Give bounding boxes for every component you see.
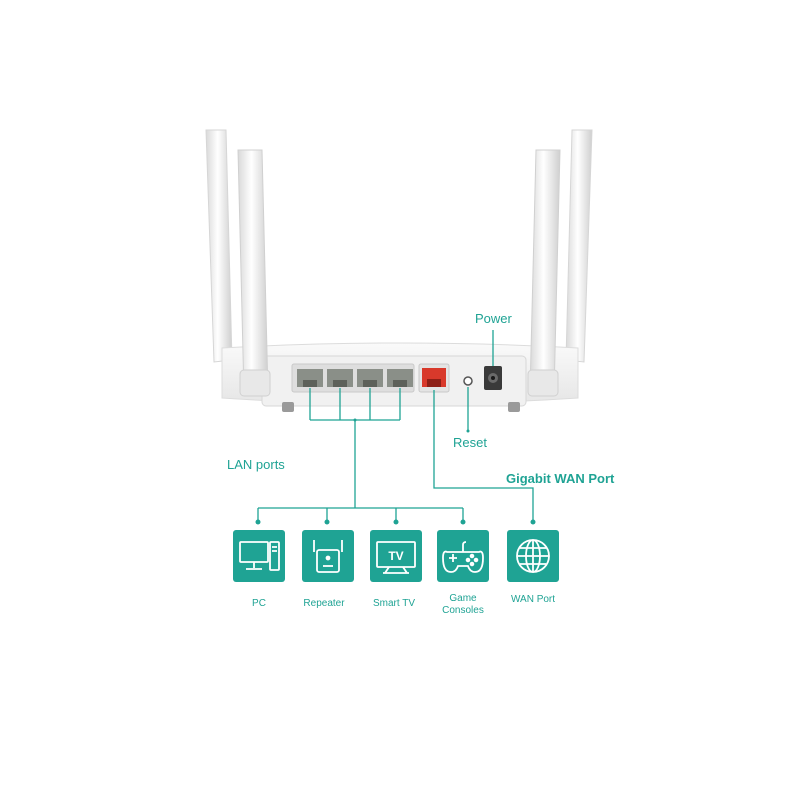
dot-game <box>460 519 466 525</box>
reset-label: Reset <box>453 435 487 450</box>
gigabit-wan-port-label: Gigabit WAN Port <box>506 471 615 486</box>
smart-tv-label: Smart TV <box>372 598 416 609</box>
dot-wan <box>530 519 536 525</box>
dot-repeater <box>324 519 330 525</box>
power-jack <box>484 366 502 390</box>
antenna-left-back <box>205 129 233 363</box>
smart-tv-icon <box>376 541 416 574</box>
smart-tv-screen-text: TV <box>388 549 403 563</box>
dot-pc <box>255 519 261 525</box>
game-consoles-label: Game Consoles <box>442 593 484 616</box>
game-controller-icon <box>442 541 484 573</box>
lan-branch <box>257 507 464 520</box>
wan-route <box>433 390 534 520</box>
lan-port-3 <box>357 369 383 387</box>
smart-tv-tile <box>370 530 422 582</box>
globe-icon <box>516 539 550 573</box>
wan-port-label: WAN Port <box>510 594 556 605</box>
lan-port-1 <box>297 369 323 387</box>
lan-ports <box>291 363 415 393</box>
antenna-left-front <box>237 149 271 397</box>
reset-button <box>463 376 473 386</box>
connector-lines <box>257 330 534 520</box>
antenna-right-back <box>565 129 593 363</box>
lan-port-2 <box>327 369 353 387</box>
dot-smart-tv <box>393 519 399 525</box>
pc-label: PC <box>252 598 266 609</box>
pc-icon <box>239 541 280 571</box>
game-tile <box>437 530 489 582</box>
wan-port <box>418 363 450 393</box>
lan-port-4 <box>387 369 413 387</box>
antenna-right-front <box>527 149 561 397</box>
repeater-icon <box>313 540 343 573</box>
lan-bracket <box>309 388 401 421</box>
lan-ports-label: LAN ports <box>227 457 285 472</box>
dot-lan-trunk <box>353 418 357 422</box>
dot-reset <box>466 429 470 433</box>
repeater-label: Repeater <box>303 598 345 609</box>
power-label: Power <box>475 311 512 326</box>
